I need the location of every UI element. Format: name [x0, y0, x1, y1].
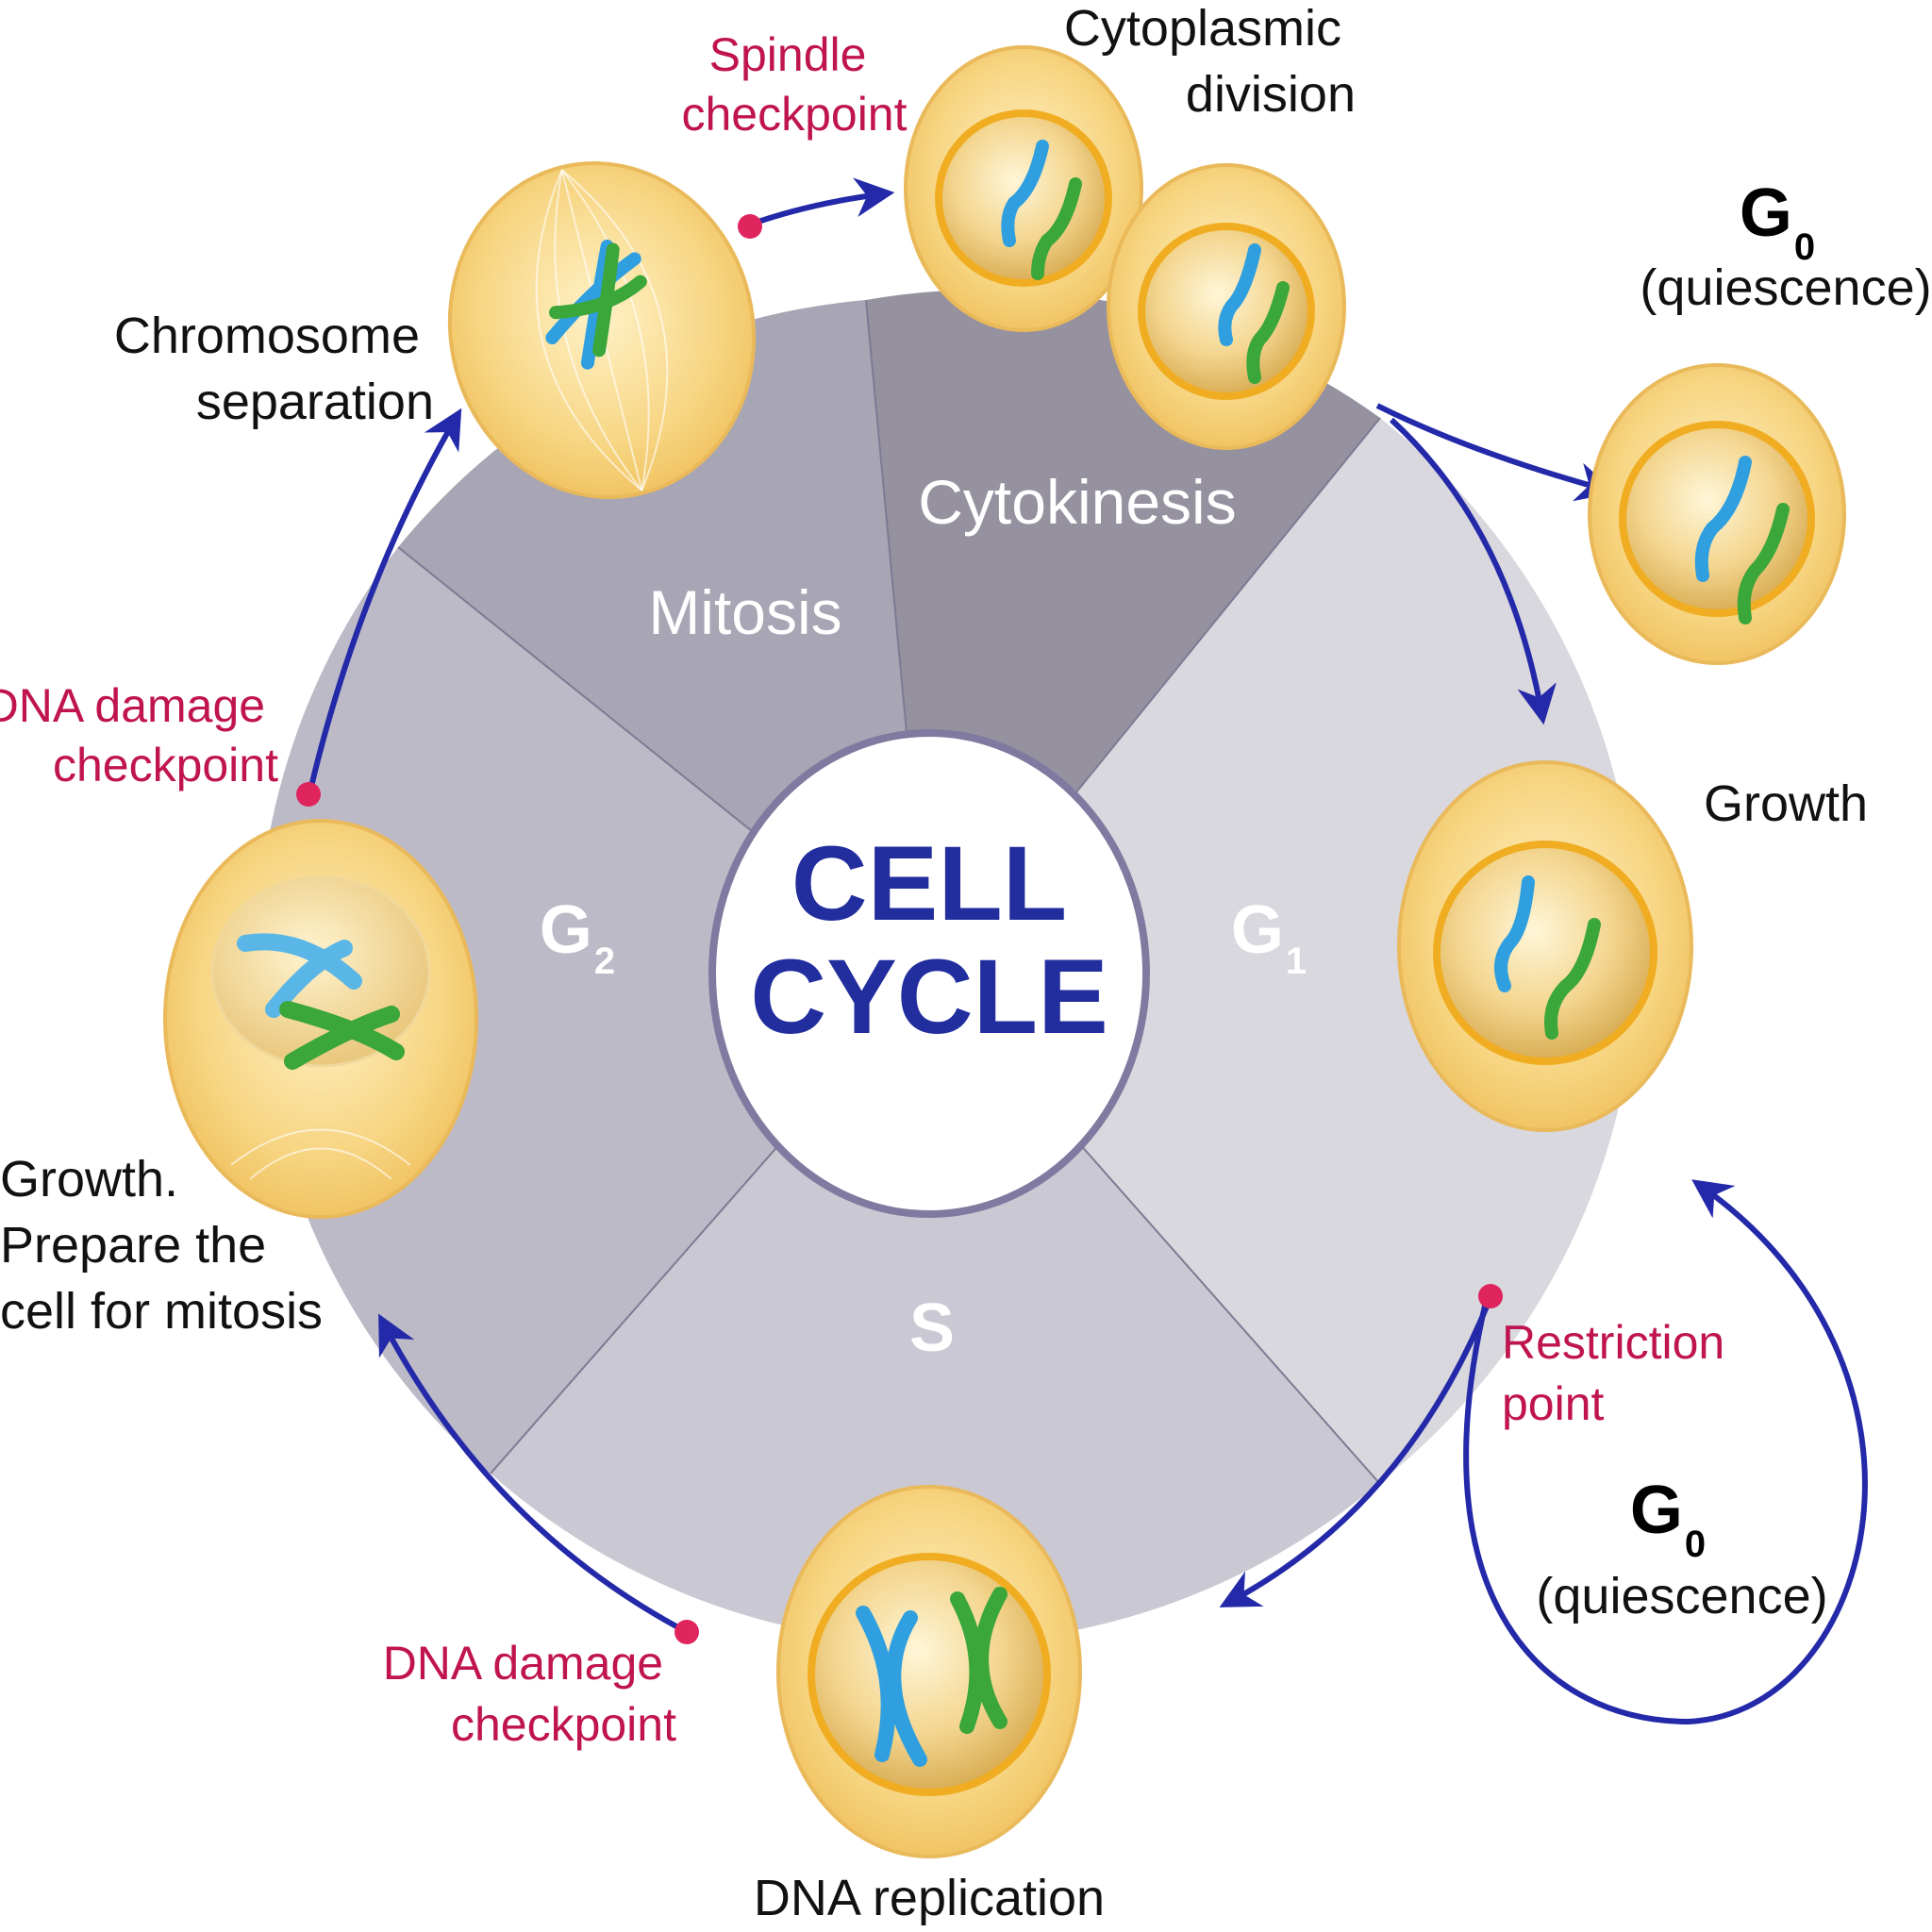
chromosome-green	[1031, 177, 1082, 280]
phase-label-g2: G2	[540, 892, 615, 982]
phase-label-cytokinesis: Cytokinesis	[918, 467, 1236, 537]
label-dna-replication: DNA replication	[754, 1870, 1105, 1926]
chromosome-green	[1737, 503, 1790, 625]
chromosome-blue	[1218, 243, 1261, 346]
svg-text:G0: G0	[1740, 175, 1815, 268]
cell-g1-growth	[1397, 760, 1693, 1132]
center-title-line2: CYCLE	[750, 938, 1108, 1056]
center-title-line1: CELL	[791, 824, 1067, 942]
phase-label-mitosis: Mitosis	[648, 577, 841, 647]
arrow-spindle-to-cytokinesis	[748, 177, 895, 227]
chromosome-green	[549, 242, 647, 358]
checkpoint-dot-restriction	[1478, 1284, 1503, 1308]
svg-text:(quiescence): (quiescence)	[1536, 1568, 1827, 1624]
label-growth: Growth	[1704, 775, 1868, 832]
chromosome-blue	[856, 1606, 927, 1767]
arrow-g0-loop	[1463, 1179, 1868, 1725]
label-cytoplasmic-division: Cytoplasmic division	[1064, 0, 1356, 123]
chromosome-green	[950, 1587, 1008, 1734]
svg-text:G0: G0	[1630, 1473, 1706, 1565]
phase-label-g1: G1	[1231, 892, 1307, 982]
center-hub: CELL CYCLE	[708, 729, 1150, 1218]
cell-s-dna-replication	[776, 1485, 1082, 1858]
arrow-cytokinesis-to-g1	[1389, 417, 1557, 725]
label-g0-bottom: G0 (quiescence)	[1536, 1473, 1827, 1624]
arrow-g2-to-mitosis	[307, 408, 462, 795]
svg-text:(quiescence): (quiescence)	[1640, 259, 1931, 316]
chromosome-blue	[237, 933, 362, 1018]
chromosome-blue	[1001, 140, 1049, 247]
chromosome-blue	[1494, 875, 1535, 992]
sector-g2	[257, 547, 930, 1474]
label-spindle-checkpoint: Spindle checkpoint	[681, 28, 907, 141]
arrow-restriction-to-s	[1219, 1295, 1493, 1607]
cell-chromosome-separation	[447, 161, 757, 499]
arrow-cytokinesis-to-g0	[1375, 403, 1617, 502]
label-g0-top: G0 (quiescence)	[1640, 175, 1931, 316]
label-chromosome-separation: Chromosome separation	[114, 308, 434, 430]
chromosome-green	[1246, 281, 1290, 384]
chromosome-green	[1544, 918, 1601, 1040]
cell-g0	[1588, 363, 1846, 665]
label-restriction-point: Restriction point	[1502, 1316, 1738, 1430]
label-dna-damage-checkpoint-s: DNA damage checkpoint	[383, 1637, 676, 1751]
chromosome-blue	[1694, 456, 1752, 582]
arrow-s-to-g2	[378, 1313, 689, 1635]
checkpoint-dot-dna-g2	[296, 782, 321, 807]
checkpoint-dots	[296, 214, 1503, 1644]
cell-g2	[163, 819, 478, 1219]
sector-s	[491, 974, 1379, 1644]
checkpoint-dot-dna-s	[675, 1620, 699, 1644]
phase-label-s: S	[909, 1291, 955, 1366]
chromosome-green	[279, 1001, 405, 1070]
sector-g1	[929, 418, 1638, 1483]
label-dna-damage-checkpoint-g2: DNA damage checkpoint	[0, 679, 278, 791]
cycle-arrows	[307, 177, 1868, 1725]
label-growth-prepare: Growth. Prepare the cell for mitosis	[0, 1151, 323, 1340]
cell-cytoplasmic-division	[904, 45, 1346, 450]
checkpoint-dot-spindle	[738, 214, 762, 239]
